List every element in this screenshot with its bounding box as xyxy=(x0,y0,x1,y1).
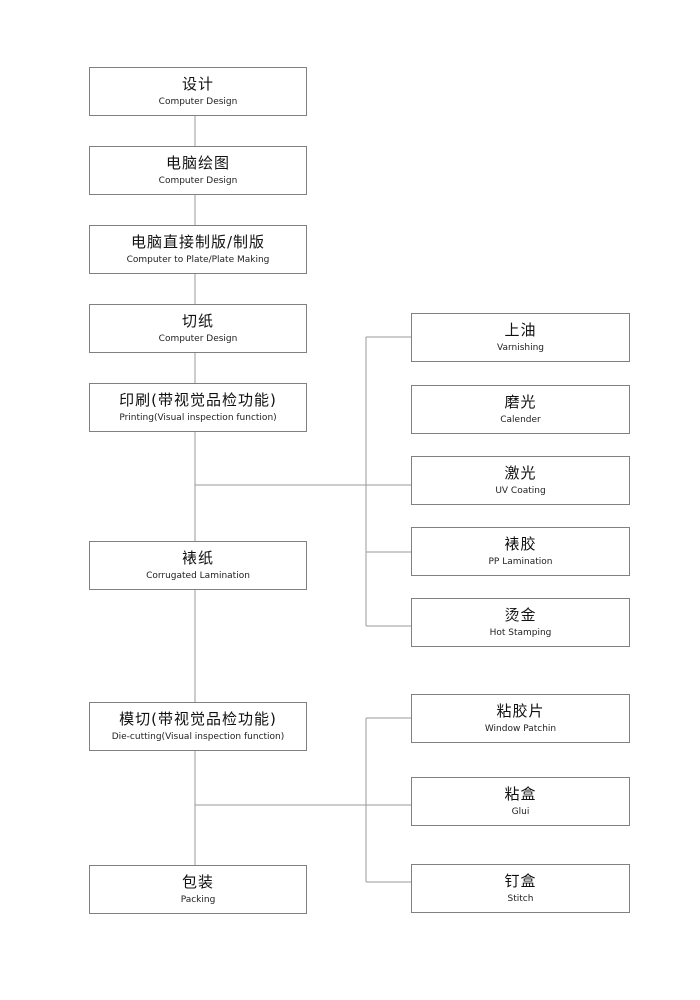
step-title: 电脑直接制版/制版 xyxy=(130,233,266,251)
option-subtitle: Calender xyxy=(500,415,541,425)
option-gluing: 粘盒 Glui xyxy=(411,777,630,826)
option-stitch: 钉盒 Stitch xyxy=(411,864,630,913)
step-die-cutting: 模切(带视觉品检功能) Die-cutting(Visual inspectio… xyxy=(89,702,307,751)
step-title: 模切(带视觉品检功能) xyxy=(119,710,277,728)
step-title: 设计 xyxy=(181,75,214,93)
option-hot-stamping: 烫金 Hot Stamping xyxy=(411,598,630,647)
step-subtitle: Packing xyxy=(180,895,216,905)
step-lamination: 裱纸 Corrugated Lamination xyxy=(89,541,307,590)
option-title: 粘盒 xyxy=(504,785,537,803)
option-title: 激光 xyxy=(504,464,537,482)
option-subtitle: Window Patchin xyxy=(484,724,557,734)
step-subtitle: Computer to Plate/Plate Making xyxy=(126,255,270,265)
option-title: 粘胶片 xyxy=(496,702,545,720)
option-subtitle: Stitch xyxy=(507,894,534,904)
option-subtitle: UV Coating xyxy=(495,486,546,496)
step-design: 设计 Computer Design xyxy=(89,67,307,116)
step-subtitle: Computer Design xyxy=(158,176,238,186)
option-subtitle: Varnishing xyxy=(496,343,545,353)
option-varnishing: 上油 Varnishing xyxy=(411,313,630,362)
step-subtitle: Computer Design xyxy=(158,97,238,107)
step-printing: 印刷(带视觉品检功能) Printing(Visual inspection f… xyxy=(89,383,307,432)
option-pp-lamination: 裱胶 PP Lamination xyxy=(411,527,630,576)
step-title: 印刷(带视觉品检功能) xyxy=(119,391,277,409)
step-title: 电脑绘图 xyxy=(165,154,230,172)
step-computer-drawing: 电脑绘图 Computer Design xyxy=(89,146,307,195)
option-title: 钉盒 xyxy=(504,872,537,890)
step-title: 裱纸 xyxy=(181,549,214,567)
option-title: 上油 xyxy=(504,321,537,339)
step-title: 切纸 xyxy=(181,312,214,330)
option-uv-coating: 激光 UV Coating xyxy=(411,456,630,505)
step-subtitle: Printing(Visual inspection function) xyxy=(119,413,277,423)
step-subtitle: Die-cutting(Visual inspection function) xyxy=(111,732,285,742)
option-title: 烫金 xyxy=(504,606,537,624)
option-window-patching: 粘胶片 Window Patchin xyxy=(411,694,630,743)
step-paper-cutting: 切纸 Computer Design xyxy=(89,304,307,353)
step-title: 包装 xyxy=(181,873,214,891)
option-subtitle: Glui xyxy=(511,807,530,817)
option-calender: 磨光 Calender xyxy=(411,385,630,434)
step-plate-making: 电脑直接制版/制版 Computer to Plate/Plate Making xyxy=(89,225,307,274)
step-packing: 包装 Packing xyxy=(89,865,307,914)
option-title: 裱胶 xyxy=(504,535,537,553)
step-subtitle: Corrugated Lamination xyxy=(146,571,250,581)
step-subtitle: Computer Design xyxy=(158,334,238,344)
option-title: 磨光 xyxy=(504,393,537,411)
option-subtitle: PP Lamination xyxy=(488,557,553,567)
option-subtitle: Hot Stamping xyxy=(489,628,552,638)
